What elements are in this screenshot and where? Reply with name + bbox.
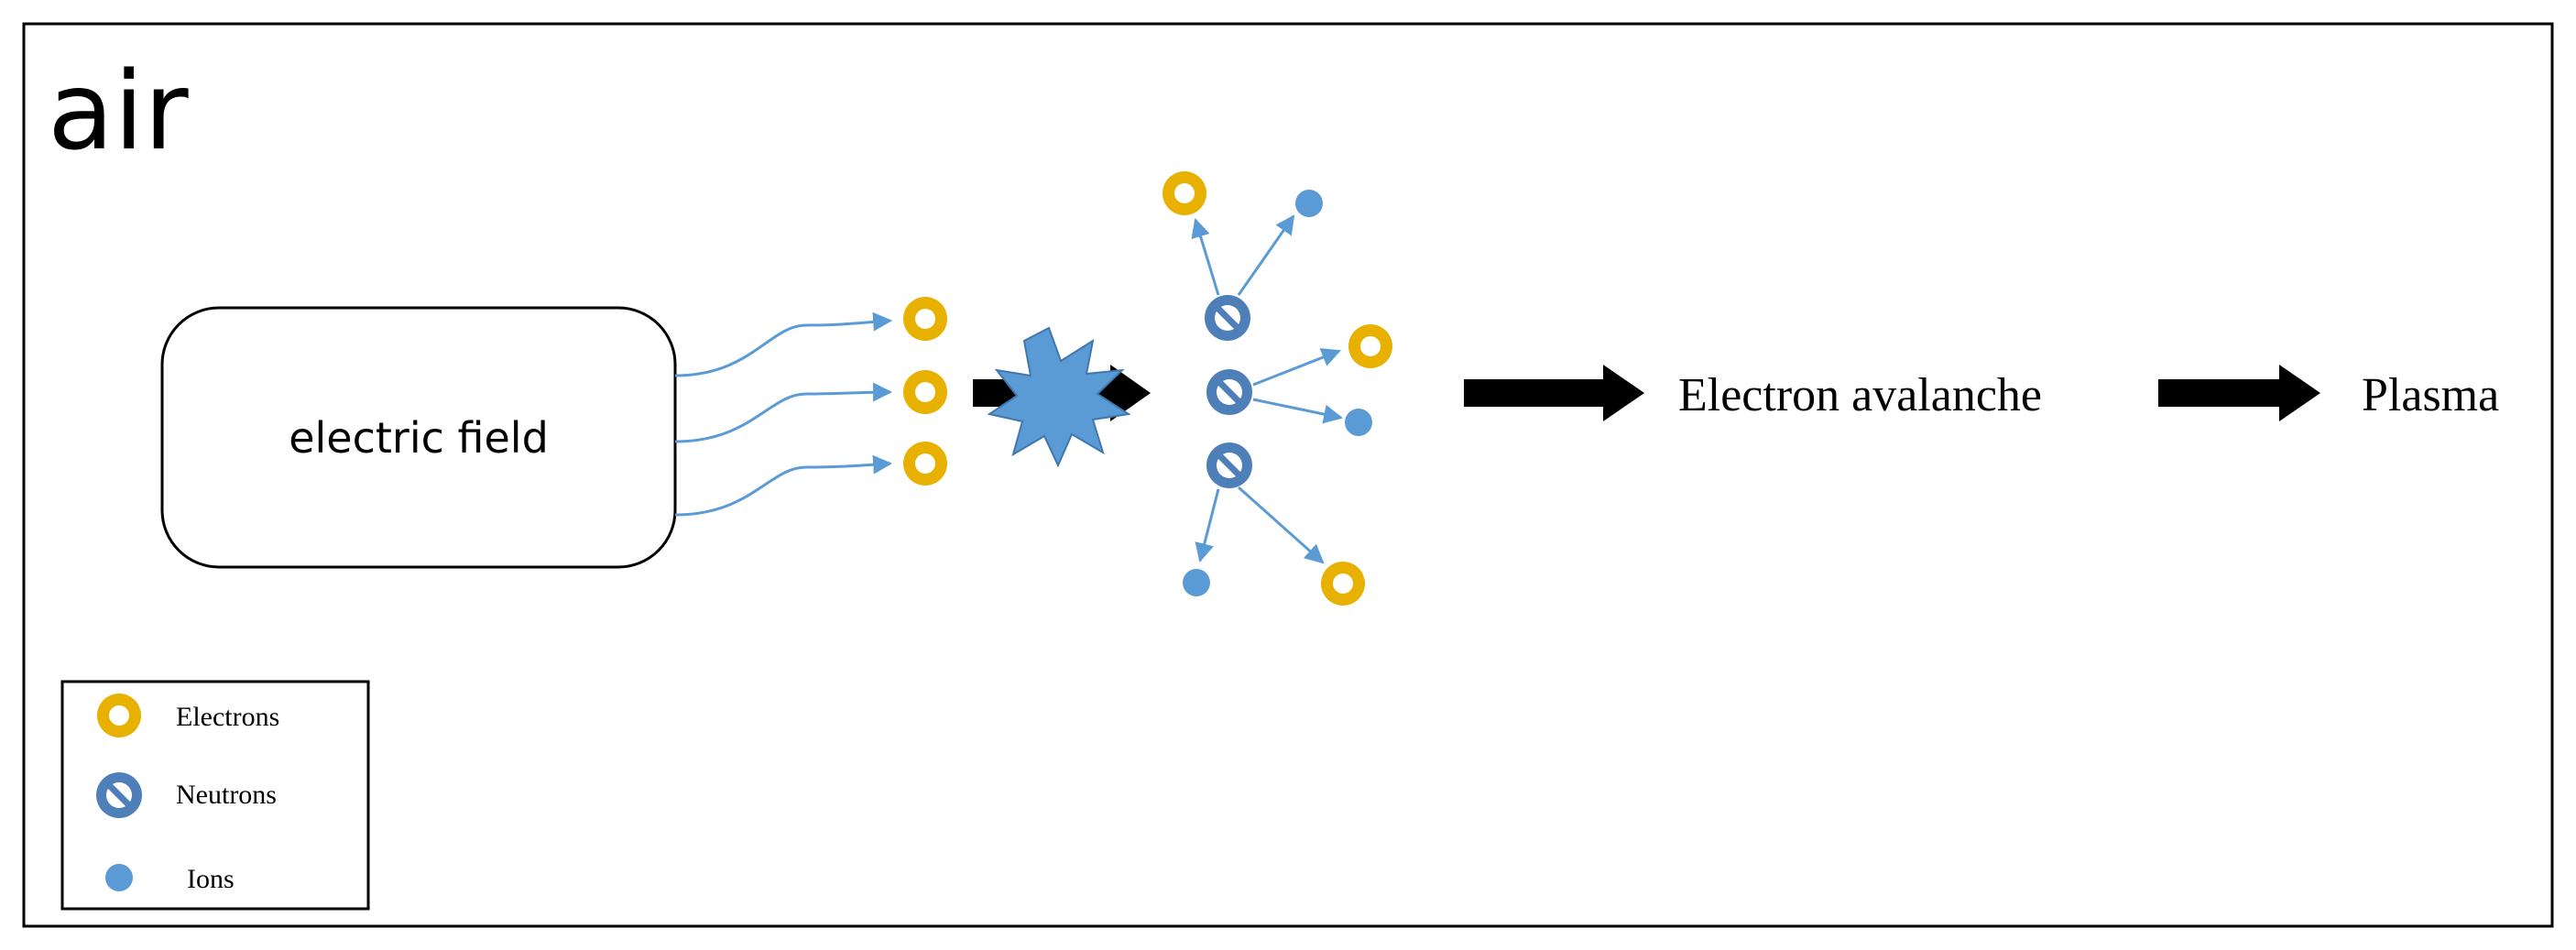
neutron-icon xyxy=(96,772,142,818)
ion-icon xyxy=(1295,190,1323,217)
arrow-to-avalanche xyxy=(1464,365,1644,421)
electron-icon xyxy=(1348,324,1392,368)
electric-field-label: electric field xyxy=(289,413,549,463)
electron-icon xyxy=(903,370,947,414)
legend-item-neutrons: Neutrons xyxy=(96,772,277,818)
collision-burst-icon xyxy=(987,326,1131,468)
neutron-icon xyxy=(1206,442,1252,488)
field-line-2 xyxy=(674,382,893,443)
electron-icon xyxy=(903,442,947,486)
ejection-arrow xyxy=(1191,217,1220,296)
ejection-arrow xyxy=(1238,486,1325,564)
neutron-icon xyxy=(1206,369,1252,415)
legend: Electrons Neutrons Ions xyxy=(60,680,370,911)
legend-electrons-label: Electrons xyxy=(176,702,279,732)
diagram-title: air xyxy=(48,48,189,174)
ion-icon xyxy=(105,864,133,891)
legend-item-ions: Ions xyxy=(105,864,235,894)
electric-field-box: electric field xyxy=(160,306,677,569)
electron-avalanche-label: Electron avalanche xyxy=(1678,369,2042,421)
ejection-arrow xyxy=(1195,488,1220,563)
ion-icon xyxy=(1183,569,1210,596)
source-electrons xyxy=(903,297,947,486)
neutron-icon xyxy=(1205,295,1250,341)
electron-icon xyxy=(903,297,947,341)
legend-item-electrons: Electrons xyxy=(97,693,279,737)
electron-icon xyxy=(97,693,141,737)
plasma-label: Plasma xyxy=(2362,369,2499,421)
field-line-3 xyxy=(674,454,893,517)
field-line-1 xyxy=(674,311,893,377)
arrow-to-plasma xyxy=(2158,365,2320,421)
ejected-ions xyxy=(1183,190,1372,596)
ejection-arrow xyxy=(1252,398,1344,424)
neutral-particles xyxy=(1205,295,1252,488)
legend-ions-label: Ions xyxy=(187,864,235,894)
electron-icon xyxy=(1162,171,1206,215)
electron-icon xyxy=(1321,562,1365,606)
ejection-arrow xyxy=(1237,214,1295,296)
ejection-arrows xyxy=(1191,214,1344,564)
ejection-arrow xyxy=(1252,348,1341,387)
field-lines xyxy=(674,311,893,517)
ion-icon xyxy=(1345,409,1372,436)
legend-neutrons-label: Neutrons xyxy=(176,780,277,810)
